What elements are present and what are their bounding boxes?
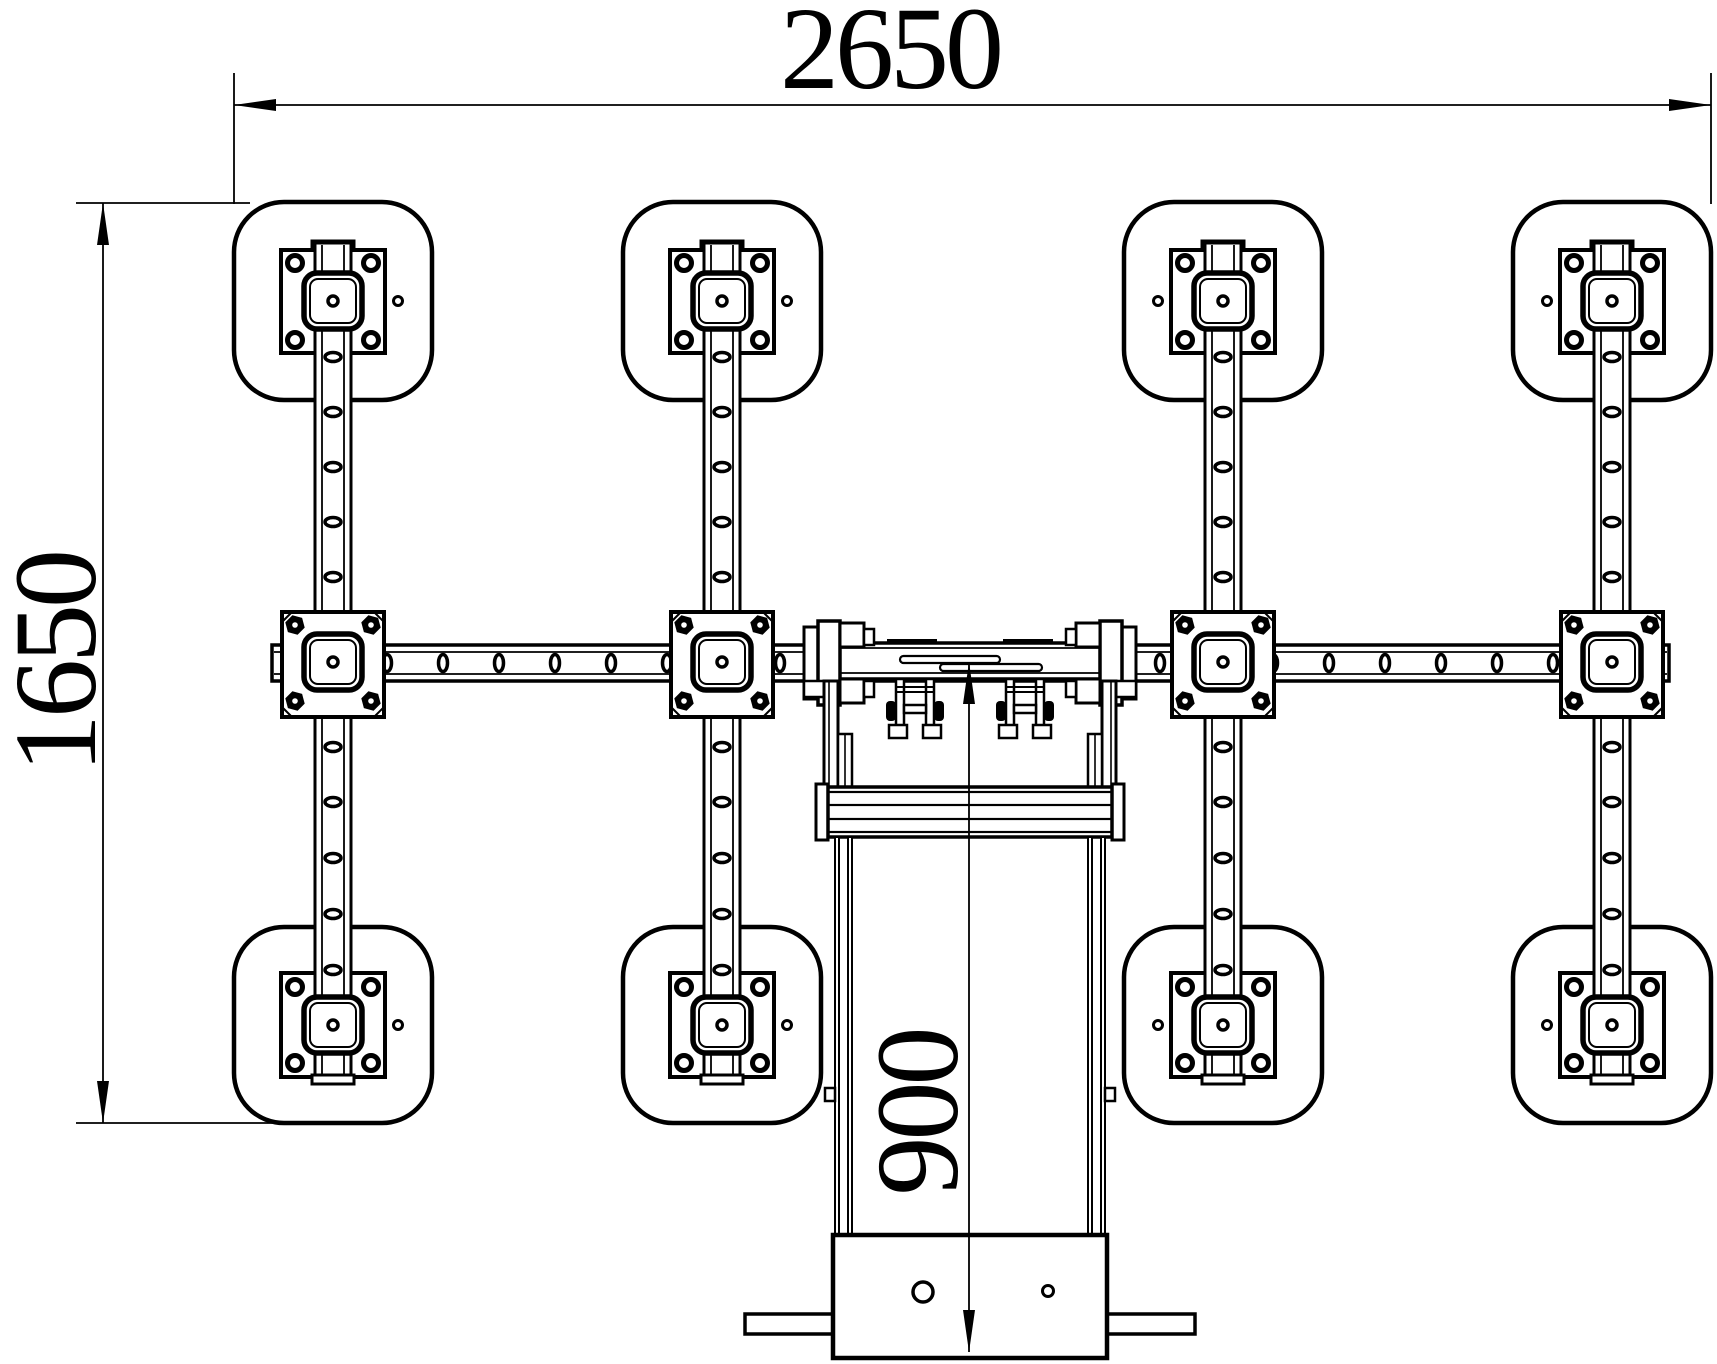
suction-pad-bottom-4 [1513, 717, 1711, 1123]
beam-slider-block-2 [671, 612, 773, 717]
fork-upright-left [823, 835, 854, 1237]
arrowhead-left-icon [234, 99, 276, 111]
suction-pad-bottom-2 [623, 717, 821, 1123]
width-dimension-label: 2650 [780, 0, 1000, 114]
dimension-center: 900 [852, 662, 983, 1352]
arrowhead-up-icon [97, 203, 109, 245]
base-hole-large [911, 1280, 935, 1304]
central-suspension [802, 619, 1138, 740]
base-hole-small [1041, 1284, 1055, 1298]
depth-dimension-label: 1650 [0, 553, 121, 773]
suction-pad-bottom-1 [234, 717, 432, 1123]
lifting-shackle-right [994, 677, 1056, 740]
suction-pad-top-3 [1124, 202, 1322, 612]
dimension-depth: 1650 [0, 202, 320, 1124]
mast-frame [743, 679, 1197, 1361]
beam-slider-block-3 [1172, 612, 1274, 717]
suction-pad-top-4 [1513, 202, 1711, 612]
beam-slider-block-4 [1561, 612, 1663, 717]
suction-pad-bottom-3 [1124, 717, 1322, 1123]
fork-upright-right [1086, 835, 1117, 1237]
arrowhead-down-icon [963, 1310, 975, 1352]
adjustment-slot-right [938, 662, 1044, 673]
dimension-width: 2650 [233, 0, 1712, 204]
arrowhead-down-icon [97, 1081, 109, 1123]
mast-cross-bar [814, 782, 1126, 842]
beam-slider-block-1 [282, 612, 384, 717]
arrowhead-right-icon [1669, 99, 1711, 111]
adjustment-slot-left [898, 654, 1002, 665]
center-dimension-label: 900 [852, 1031, 983, 1196]
suction-pad-top-1 [234, 202, 432, 612]
suction-pad-top-2 [623, 202, 821, 612]
arrowhead-up-icon [963, 662, 975, 704]
lifting-shackle-left [884, 677, 946, 740]
